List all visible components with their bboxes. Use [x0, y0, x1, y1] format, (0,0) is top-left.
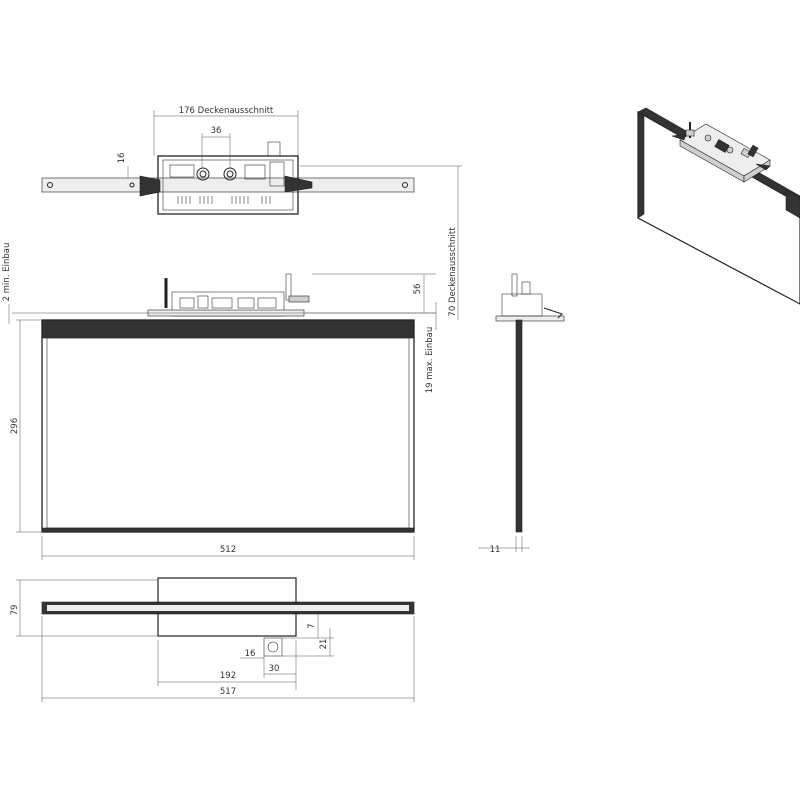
pcb-component [269, 161, 285, 187]
dim-connector-depth: 21 [319, 639, 329, 650]
dim-housing-height: 56 [413, 284, 423, 295]
dim-housing-width: 192 [220, 671, 236, 681]
spring-clamp-right [284, 175, 313, 193]
post-side-view [511, 273, 518, 297]
dim-panel-width: 512 [220, 545, 236, 555]
clamp-side [288, 295, 310, 303]
panel-face [46, 337, 410, 529]
spring-clamp-left [139, 175, 161, 197]
panel-bottom-highlight [47, 605, 409, 611]
clip-side [285, 273, 292, 301]
ceiling-plate-side [495, 315, 565, 322]
iso-components [671, 122, 771, 171]
isometric-view [637, 107, 800, 305]
clamp-side-view [543, 307, 563, 319]
panel-outline [41, 319, 415, 533]
dim-panel-height: 296 [10, 418, 20, 434]
iso-panel-side-edge [637, 111, 645, 219]
dim-cutout-width: 176 Deckenausschnitt [179, 106, 274, 116]
mounting-bar [41, 177, 415, 193]
iso-panel-corner [785, 189, 800, 219]
side-view: 11 [478, 273, 565, 555]
dim-depth: 11 [490, 545, 501, 555]
terminal-circle [196, 167, 210, 181]
terminal-circle-inner [226, 170, 234, 178]
connector-circle [267, 641, 279, 653]
pcb-component [244, 164, 266, 180]
screw-hole [402, 182, 408, 188]
screw-hole [47, 182, 53, 188]
dim-min-install: 2 min. Einbau [2, 243, 12, 302]
pcb-pins [177, 196, 271, 204]
housing-side-view [501, 293, 543, 317]
bottom-view: 79 7 21 16 30 192 517 [10, 577, 415, 702]
pcb-component [169, 164, 195, 178]
dim-connector-width: 30 [269, 664, 280, 674]
dim-max-install: 19 max. Einbau [425, 327, 435, 394]
panel-bottom-frame [41, 527, 415, 533]
terminal-circle-inner [199, 170, 207, 178]
dim-cutout-depth: 70 Deckenausschnitt [448, 227, 458, 317]
dim-total-width: 517 [220, 687, 236, 697]
connector-bottom [263, 637, 283, 657]
dim-terminal-spacing: 36 [211, 126, 222, 136]
dim-gap: 7 [307, 623, 317, 628]
front-view: 296 2 min. Einbau 512 56 19 max. Einbau … [2, 165, 462, 560]
dim-connector-offset: 16 [245, 649, 256, 659]
panel-top-frame [41, 319, 415, 339]
top-view: 176 Deckenausschnitt 36 16 [41, 106, 415, 215]
component-pins [179, 295, 277, 309]
panel-edge [515, 319, 523, 533]
screw-hole [129, 182, 135, 188]
connector-side-view [521, 281, 531, 295]
clip [267, 141, 281, 157]
dim-height: 79 [10, 605, 20, 616]
dim-terminal-offset: 16 [117, 153, 127, 164]
